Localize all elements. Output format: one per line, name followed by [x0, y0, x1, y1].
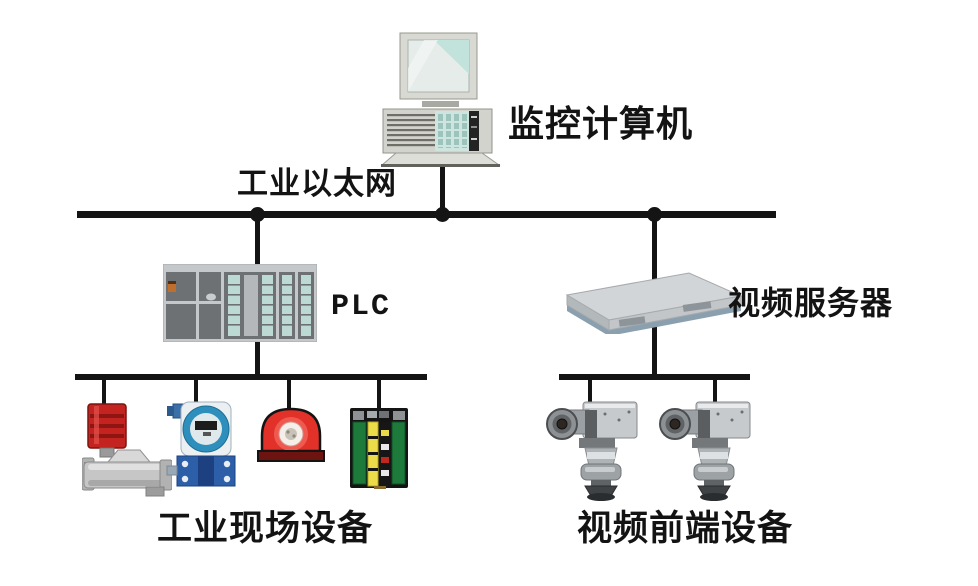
bus-junction-server	[647, 207, 662, 222]
camera-drop-line-1	[588, 376, 592, 402]
camera-node-1	[545, 390, 642, 502]
ethernet-bus-line	[77, 211, 776, 218]
video-server-label: 视频服务器	[728, 285, 894, 321]
pressure-transmitter-icon	[166, 401, 236, 487]
field-drop-line-1	[102, 376, 106, 406]
video-front-devices-label: 视频前端设备	[577, 509, 794, 548]
bus-junction-plc	[250, 207, 265, 222]
solenoid-valve-icon	[81, 403, 173, 497]
camera-bus-line	[559, 374, 750, 380]
plc-label: PLC	[331, 290, 392, 324]
field-bus-line	[75, 374, 427, 380]
field-drop-line-4	[377, 376, 381, 408]
beacon-node	[257, 402, 325, 466]
computer-node	[378, 26, 503, 168]
bus-junction-computer	[435, 207, 450, 222]
ptz-camera-icon	[546, 401, 638, 501]
alarm-beacon-icon	[257, 407, 325, 462]
signal-module-icon	[350, 408, 408, 489]
plc-node	[162, 263, 318, 343]
field-drop-line-3	[287, 376, 291, 408]
camera-node-2	[658, 390, 755, 502]
plc-rack-icon	[162, 263, 318, 343]
video-server-node	[557, 268, 747, 336]
camera-drop-line-2	[713, 376, 717, 402]
valve-node	[81, 400, 173, 497]
signal-module-node	[348, 404, 410, 490]
field-devices-label: 工业现场设备	[157, 509, 374, 548]
transmitter-node	[165, 398, 245, 493]
ethernet-bus-label: 工业以太网	[237, 166, 397, 201]
computer-drop-line	[440, 162, 445, 214]
desktop-computer-icon	[380, 32, 501, 167]
ptz-camera-icon	[659, 401, 751, 501]
computer-label: 监控计算机	[508, 103, 694, 144]
field-drop-line-2	[194, 376, 198, 404]
video-server-icon	[565, 272, 743, 336]
